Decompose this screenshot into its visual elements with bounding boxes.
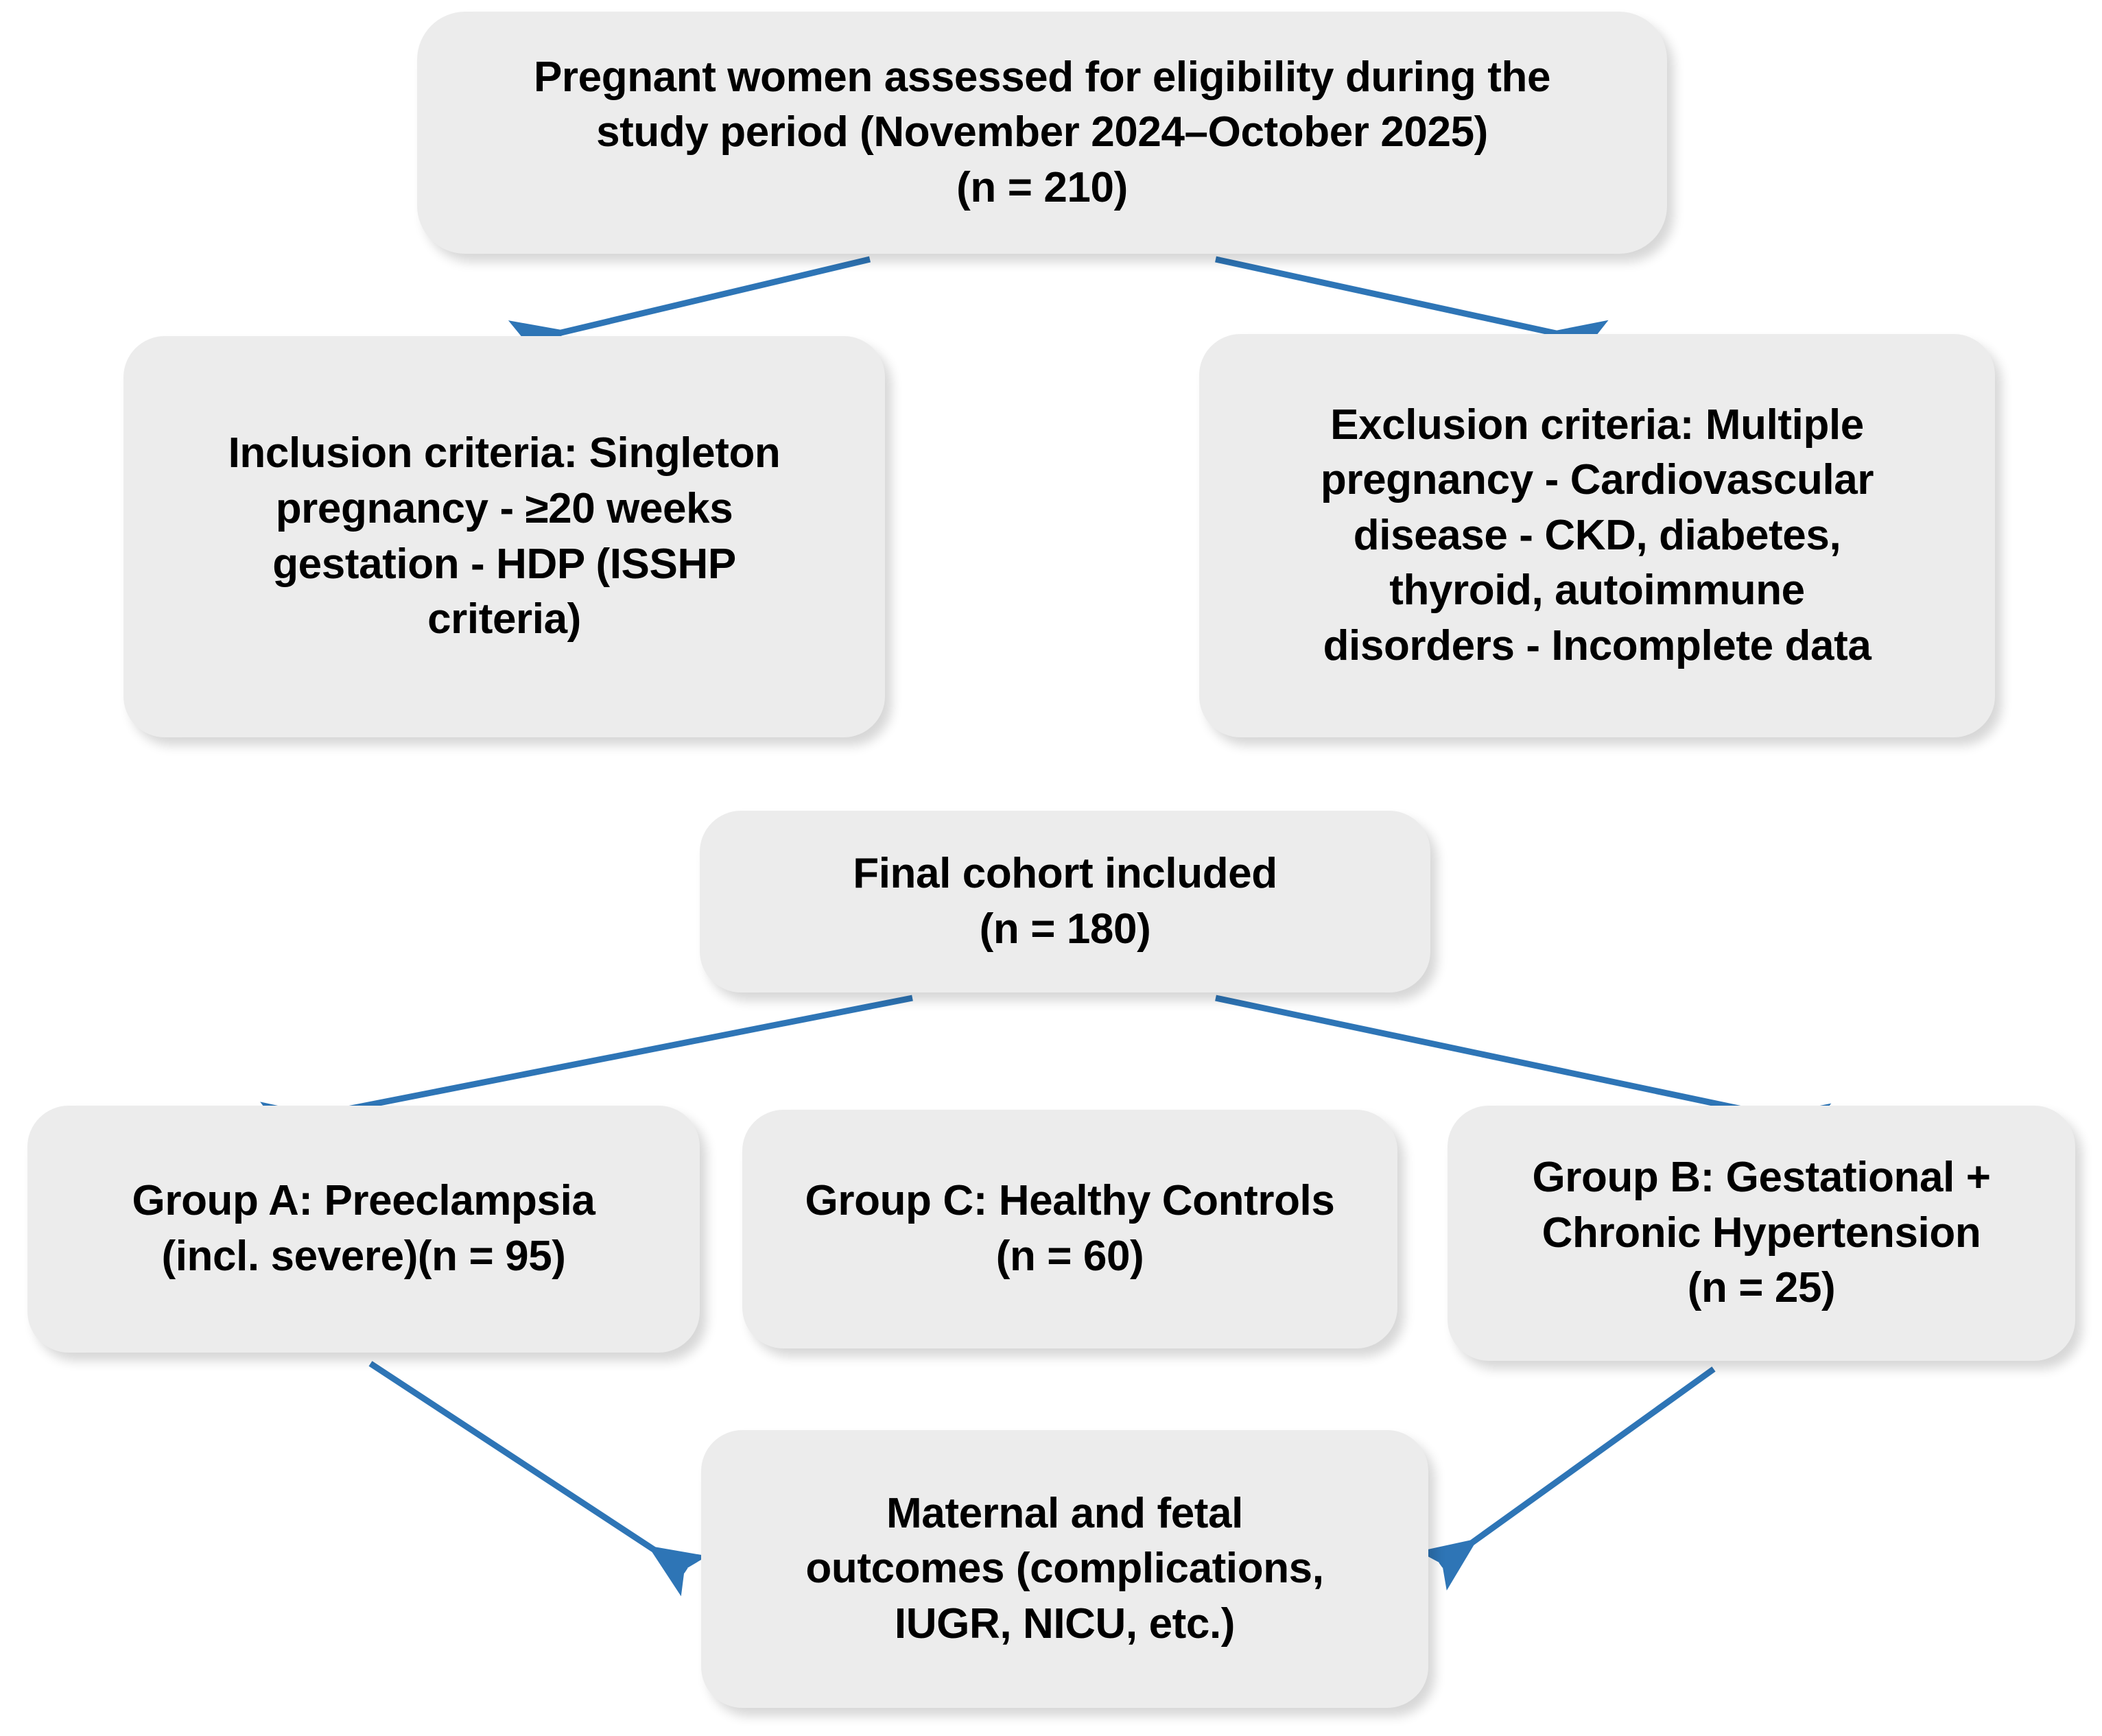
- edge-screened-to-inclusion: [508, 256, 871, 368]
- node-final-cohort-label: Final cohort included (n = 180): [853, 849, 1277, 953]
- node-outcomes-label: Maternal and fetal outcomes (complicatio…: [805, 1489, 1324, 1648]
- node-outcomes: Maternal and fetal outcomes (complicatio…: [701, 1430, 1428, 1708]
- node-inclusion-criteria: Inclusion criteria: Singleton pregnancy …: [123, 336, 885, 737]
- node-group-c-label: Group C: Healthy Controls (n = 60): [805, 1177, 1335, 1280]
- node-exclusion-criteria: Exclusion criteria: Multiple pregnancy -…: [1199, 334, 1995, 737]
- edge-screened-to-exclusion: [1215, 256, 1609, 368]
- node-screened-label: Pregnant women assessed for eligibility …: [533, 53, 1551, 211]
- node-group-a-label: Group A: Preeclampsia (incl. severe)(n =…: [132, 1177, 595, 1280]
- node-group-b-label: Group B: Gestational + Chronic Hypertens…: [1532, 1154, 1991, 1312]
- node-exclusion-criteria-label: Exclusion criteria: Multiple pregnancy -…: [1320, 401, 1874, 669]
- node-group-c: Group C: Healthy Controls (n = 60): [742, 1110, 1397, 1348]
- node-group-b: Group B: Gestational + Chronic Hypertens…: [1448, 1106, 2075, 1361]
- node-group-a: Group A: Preeclampsia (incl. severe)(n =…: [27, 1106, 700, 1353]
- edge-group-a-to-outcomes: [368, 1361, 708, 1597]
- node-screened: Pregnant women assessed for eligibility …: [417, 12, 1667, 254]
- node-final-cohort: Final cohort included (n = 180): [700, 811, 1430, 992]
- node-inclusion-criteria-label: Inclusion criteria: Singleton pregnancy …: [228, 429, 781, 643]
- edge-group-b-to-outcomes: [1418, 1366, 1716, 1591]
- edge-cohort-to-group-a: [260, 995, 913, 1150]
